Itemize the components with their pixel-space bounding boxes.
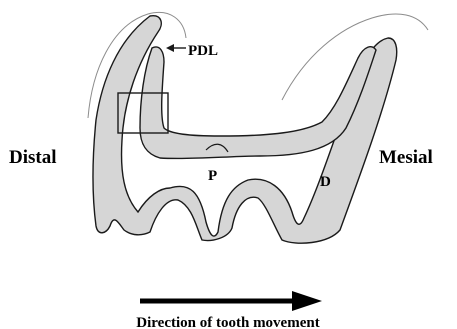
direction-arrow-head bbox=[292, 291, 322, 311]
p-label: P bbox=[208, 168, 217, 184]
pdl-label: PDL bbox=[188, 43, 218, 59]
distal-label: Distal bbox=[9, 147, 57, 168]
pdl-arrow-head bbox=[166, 44, 174, 52]
direction-caption: Direction of tooth movement bbox=[136, 315, 319, 329]
mesial-label: Mesial bbox=[379, 147, 433, 168]
alveolar-bone bbox=[93, 16, 397, 243]
d-label: D bbox=[320, 174, 331, 190]
